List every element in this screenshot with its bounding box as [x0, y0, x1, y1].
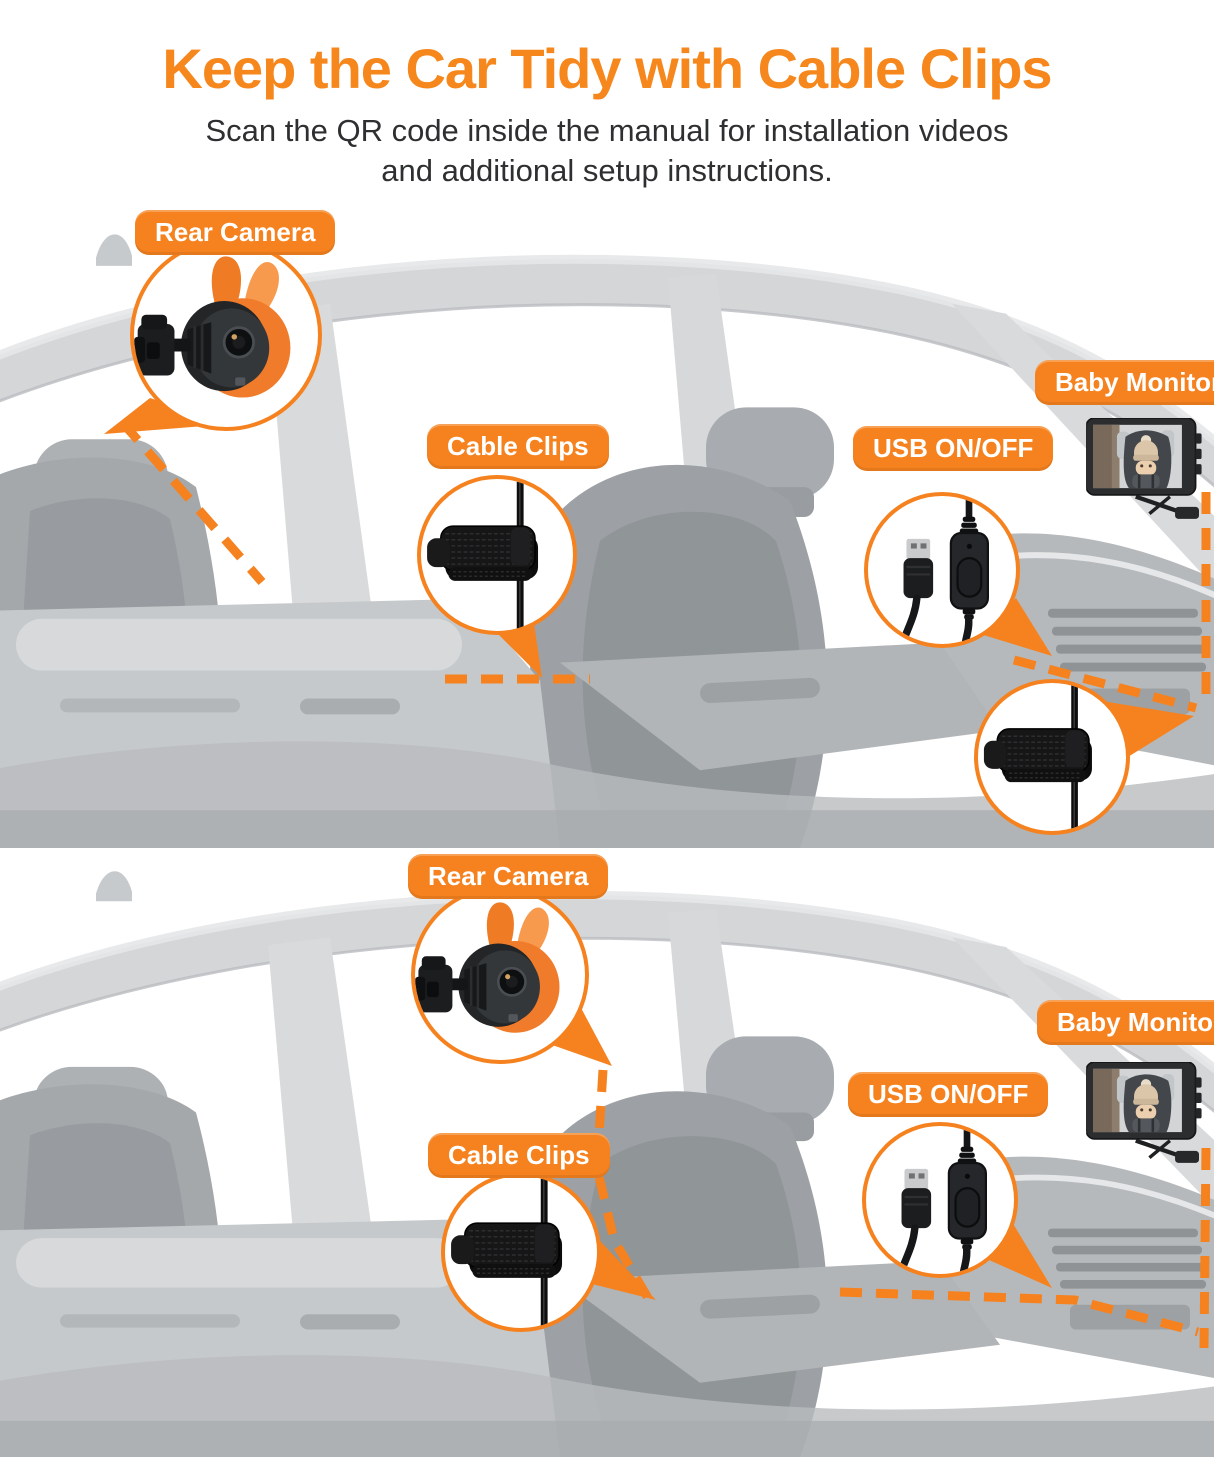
baby-monitor-device [1086, 418, 1206, 524]
callout-pointer [980, 598, 1052, 656]
baby-monitor-badge: Baby Monitor [1035, 360, 1214, 405]
baby-monitor-screen [1086, 1062, 1206, 1168]
diagram-top: Rear Camera Cable Clips USB ON/OFF Baby … [0, 210, 1214, 848]
usb-switch-icon [868, 496, 1016, 644]
usb-switch-callout [864, 492, 1020, 648]
callout-pointer [538, 1006, 612, 1066]
cable-clip-icon [421, 479, 573, 631]
page-title: Keep the Car Tidy with Cable Clips [162, 37, 1052, 100]
diagram-bottom: Rear Camera Cable Clips USB ON/OFF Baby … [0, 848, 1214, 1457]
cable-clips-badge: Cable Clips [428, 1133, 610, 1178]
cable-route-dashed-line [592, 1069, 652, 1301]
rear-camera-icon [415, 890, 585, 1060]
cable-clip-icon [445, 1176, 597, 1328]
cable-route-dashed-line [118, 419, 266, 585]
cable-clip-callout-secondary [974, 679, 1130, 835]
subtitle-line-1: Scan the QR code inside the manual for i… [205, 112, 1009, 148]
usb-onoff-badge: USB ON/OFF [848, 1072, 1049, 1117]
rear-camera-badge: Rear Camera [135, 210, 336, 255]
cable-route-dashed-line [1012, 655, 1198, 713]
callout-pointer [584, 1224, 656, 1300]
rear-camera-icon [134, 243, 318, 427]
rear-camera-callout [130, 239, 322, 431]
cable-clip-callout [417, 475, 577, 635]
baby-monitor-screen [1086, 418, 1206, 524]
rear-camera-callout [411, 886, 589, 1064]
cable-clip-icon [978, 683, 1126, 831]
baby-monitor-badge: Baby Monitor [1037, 1000, 1214, 1045]
baby-monitor-device [1086, 1062, 1206, 1168]
cable-clip-callout [441, 1172, 601, 1332]
header: Keep the Car Tidy with Cable Clips Scan … [0, 37, 1214, 192]
usb-switch-icon [866, 1126, 1014, 1274]
cable-route-dashed-line [839, 1287, 1200, 1337]
usb-switch-callout [862, 1122, 1018, 1278]
cable-clips-badge: Cable Clips [427, 424, 609, 469]
rear-camera-badge: Rear Camera [408, 854, 609, 899]
cable-route-dashed-line [1199, 1147, 1211, 1349]
usb-onoff-badge: USB ON/OFF [853, 426, 1054, 471]
page-subtitle: Scan the QR code inside the manual for i… [0, 111, 1214, 192]
subtitle-line-2: and additional setup instructions. [381, 153, 833, 189]
